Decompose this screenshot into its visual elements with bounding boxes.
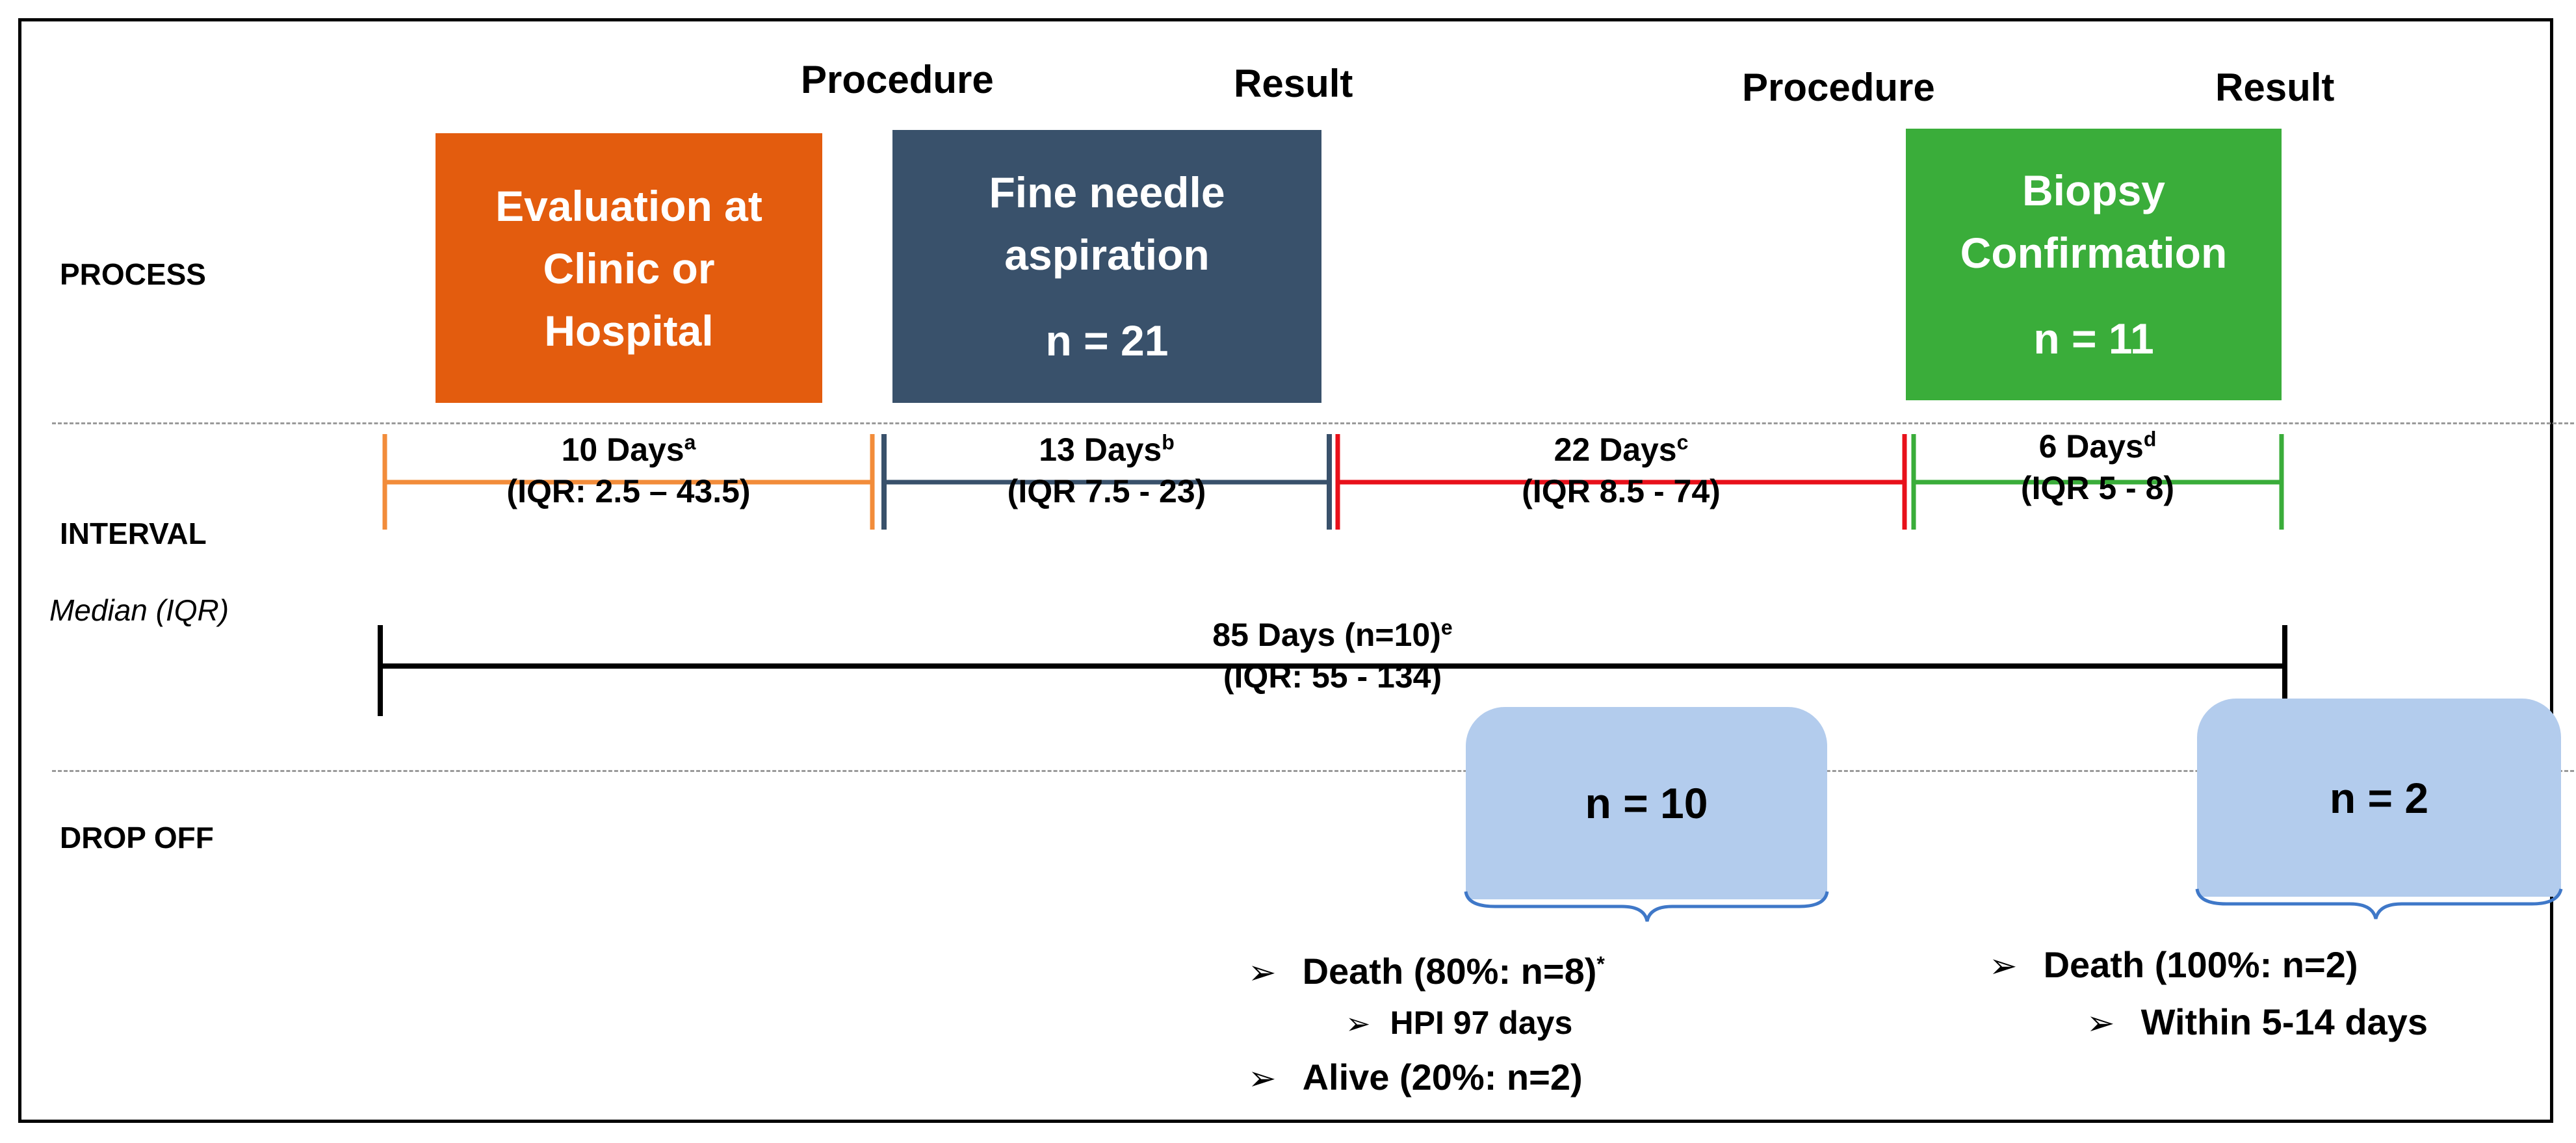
interval-4-iqr: (IQR 5 - 8): [2020, 470, 2175, 506]
arrowhead-bullet-icon: ➢: [1248, 1060, 1277, 1098]
interval-1-footnote: a: [684, 430, 696, 454]
dropoff-left-alive: ➢ Alive (20%: n=2): [1248, 1056, 1583, 1098]
fna-line-2: aspiration: [1004, 231, 1210, 279]
fna-line-1: Fine needle: [989, 168, 1225, 216]
dropoff-left-hpi: ➢ HPI 97 days: [1346, 1004, 1572, 1042]
dropoff-left-alive-text: Alive (20%: n=2): [1302, 1057, 1583, 1098]
total-iqr: (IQR: 55 - 134): [1223, 658, 1442, 695]
interval-bar-2: [881, 434, 1332, 530]
dropoff-right-within: ➢ Within 5-14 days: [2087, 1001, 2428, 1043]
process-box-biopsy-confirmation: Biopsy Confirmation n = 11: [1906, 129, 2282, 400]
process-box-fine-needle-aspiration: Fine needle aspiration n = 21: [892, 130, 1321, 403]
dropoff-left-hpi-text: HPI 97 days: [1390, 1005, 1573, 1041]
dropoff-box-left: n = 10: [1466, 707, 1827, 899]
dropoff-right-brace: [2195, 888, 2563, 919]
interval-1-iqr: (IQR: 2.5 – 43.5): [506, 473, 751, 509]
fna-count: n = 21: [1045, 316, 1169, 365]
dropoff-box-right: n = 2: [2197, 699, 2561, 897]
interval-4-days: 6 Days: [2038, 428, 2144, 465]
separator-interval-dropoff: [52, 770, 2574, 772]
header-procedure-2: Procedure: [1742, 66, 1935, 109]
total-footnote: e: [1440, 615, 1453, 639]
dropoff-right-death-text: Death (100%: n=2): [2043, 944, 2358, 985]
header-result-2: Result: [2215, 66, 2335, 109]
interval-label-2: 13 Daysb (IQR 7.5 - 23): [884, 429, 1329, 512]
header-result-1: Result: [1234, 62, 1353, 105]
row-label-process: PROCESS: [60, 257, 206, 291]
interval-4-footnote: d: [2143, 427, 2157, 451]
separator-process-interval: [52, 422, 2574, 424]
total-interval-label: 85 Days (n=10)e (IQR: 55 - 134): [975, 614, 1690, 697]
interval-bar-1: [382, 434, 875, 530]
interval-label-3: 22 Daysc (IQR 8.5 - 74): [1338, 429, 1905, 512]
arrowhead-bullet-icon: ➢: [1346, 1007, 1371, 1040]
evaluation-line-2: Clinic or: [543, 244, 715, 292]
dropoff-left-death-text: Death (80%: n=8): [1302, 951, 1597, 992]
row-label-median: Median (IQR): [49, 593, 229, 627]
dropoff-right-within-text: Within 5-14 days: [2140, 1001, 2428, 1042]
dropoff-left-death: ➢ Death (80%: n=8)*: [1248, 950, 1605, 992]
interval-2-iqr: (IQR 7.5 - 23): [1007, 473, 1206, 509]
interval-bar-3: [1335, 434, 1907, 530]
process-box-evaluation: Evaluation at Clinic or Hospital: [436, 133, 822, 403]
interval-3-footnote: c: [1676, 430, 1689, 454]
dropoff-left-death-mark: *: [1596, 952, 1605, 976]
interval-label-4: 6 Daysd (IQR 5 - 8): [1914, 426, 2282, 509]
interval-1-days: 10 Days: [561, 431, 684, 468]
dropoff-left-count: n = 10: [1585, 779, 1708, 827]
dropoff-right-death: ➢ Death (100%: n=2): [1989, 944, 2358, 986]
interval-2-footnote: b: [1162, 430, 1175, 454]
arrowhead-bullet-icon: ➢: [2087, 1005, 2115, 1042]
interval-2-days: 13 Days: [1039, 431, 1162, 468]
header-procedure-1: Procedure: [801, 58, 994, 101]
biopsy-line-1: Biopsy: [2022, 166, 2166, 214]
interval-bar-4: [1911, 434, 2284, 530]
arrowhead-bullet-icon: ➢: [1989, 947, 2018, 985]
dropoff-right-count: n = 2: [2329, 773, 2429, 822]
interval-3-iqr: (IQR 8.5 - 74): [1522, 473, 1721, 509]
row-label-dropoff: DROP OFF: [60, 821, 214, 854]
biopsy-line-2: Confirmation: [1960, 229, 2228, 277]
evaluation-line-3: Hospital: [544, 306, 714, 355]
evaluation-line-1: Evaluation at: [495, 181, 762, 230]
interval-label-1: 10 Daysa (IQR: 2.5 – 43.5): [385, 429, 872, 512]
interval-3-days: 22 Days: [1554, 431, 1677, 468]
row-label-interval: INTERVAL: [60, 517, 207, 550]
diagram-frame: [18, 18, 2553, 1123]
biopsy-count: n = 11: [2033, 315, 2154, 363]
dropoff-left-brace: [1464, 891, 1829, 922]
total-days: 85 Days (n=10): [1212, 617, 1441, 653]
arrowhead-bullet-icon: ➢: [1248, 954, 1277, 992]
